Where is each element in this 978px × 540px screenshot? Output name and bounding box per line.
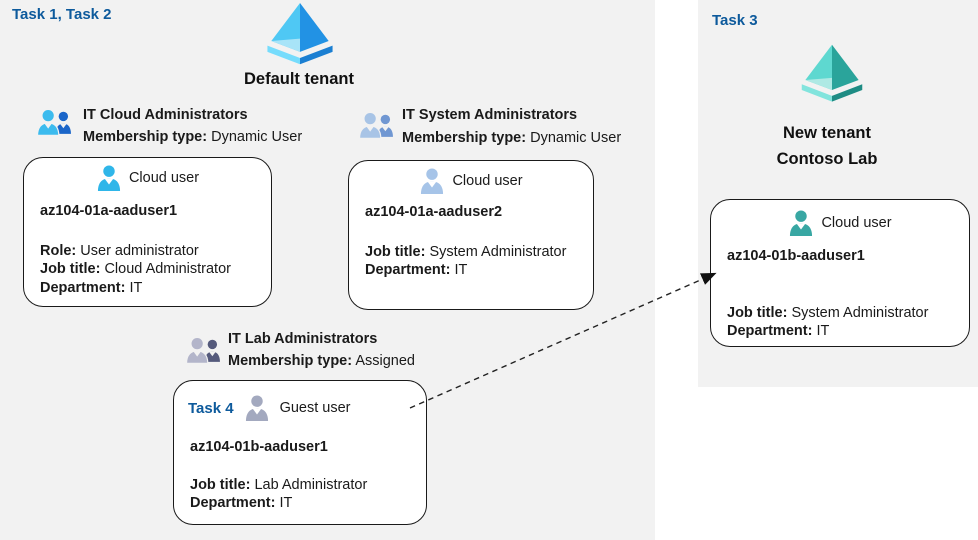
field-label: Department: (727, 323, 813, 340)
field-label: Job title: (40, 261, 101, 278)
user-card-aaduser2: Cloud user az104-01a-aaduser2 Job title:… (348, 160, 594, 310)
field-value: Lab Administrator (254, 477, 368, 493)
field-value: IT (816, 323, 830, 340)
membership-type-value: Assigned (355, 353, 415, 369)
user-fields: Job title: System Administrator Departme… (365, 243, 566, 280)
user-card-aaduser1: Cloud user az104-01a-aaduser1 Role: User… (23, 157, 272, 307)
membership-type-value: Dynamic User (211, 129, 303, 145)
guest-user-card: Task 4 Guest user az104-01b-aaduser1 Job… (173, 380, 427, 525)
default-tenant-title: Default tenant (243, 70, 354, 88)
cloud-user-icon (97, 165, 120, 191)
field-value: IT (279, 495, 293, 512)
user-fields: Job title: Lab Administrator Department:… (190, 476, 367, 513)
field-label: Job title: (190, 477, 251, 493)
group-membership-cloud: Membership type: Dynamic User (83, 129, 302, 145)
task-1-2-label: Task 1, Task 2 (12, 6, 112, 23)
cloud-user-icon (421, 168, 444, 194)
membership-type-label: Membership type: (402, 130, 527, 146)
user-name: az104-01b-aaduser1 (190, 439, 328, 455)
field-label: Department: (40, 279, 126, 296)
user-type-label: Cloud user (452, 173, 523, 189)
field-row: Department: IT (365, 261, 566, 279)
user-type-label: Cloud user (128, 170, 200, 186)
field-row: Job title: System Administrator (365, 243, 566, 261)
field-label: Job title: (365, 244, 426, 260)
field-row: Department: IT (727, 322, 928, 340)
card-header: Cloud user (349, 167, 593, 195)
group-membership-lab: Membership type: Assigned (228, 353, 415, 369)
membership-type-label: Membership type: (83, 129, 208, 145)
field-value: User administrator (80, 243, 199, 259)
field-label: Job title: (727, 305, 788, 321)
group-title-system-admins: IT System Administrators (402, 107, 578, 123)
field-label: Department: (365, 262, 451, 279)
new-tenant-user-card: Cloud user az104-01b-aaduser1 Job title:… (710, 199, 970, 347)
user-type-label: Cloud user (821, 215, 892, 231)
group-icon-lab-admins (185, 336, 220, 365)
field-value: IT (129, 279, 143, 296)
field-row: Role: User administrator (40, 242, 231, 260)
azure-ad-tenant-icon (267, 3, 333, 65)
group-icon-system-admins (358, 111, 393, 140)
user-name: az104-01a-aaduser1 (40, 203, 178, 219)
task-3-label: Task 3 (712, 12, 758, 29)
user-name: az104-01a-aaduser2 (365, 204, 503, 220)
user-fields: Job title: System Administrator Departme… (727, 304, 928, 341)
group-title-cloud-admins: IT Cloud Administrators (83, 107, 248, 123)
group-membership-system: Membership type: Dynamic User (402, 130, 621, 146)
group-icon-cloud-admins (36, 108, 71, 137)
field-value: System Administrator (429, 244, 567, 260)
user-fields: Role: User administrator Job title: Clou… (40, 242, 231, 297)
group-title-lab-admins: IT Lab Administrators (228, 331, 378, 347)
field-row: Department: IT (190, 494, 367, 512)
membership-type-label: Membership type: (228, 353, 353, 369)
new-tenant-title-line1: New tenant (782, 124, 871, 142)
user-type-label: Guest user (279, 400, 351, 416)
field-row: Job title: Cloud Administrator (40, 260, 231, 278)
membership-type-value: Dynamic User (530, 130, 622, 146)
field-value: Cloud Administrator (104, 261, 231, 278)
field-label: Role: (40, 243, 77, 259)
field-value: IT (454, 262, 468, 279)
card-header: Cloud user (711, 209, 969, 237)
card-header: Task 4 Guest user (174, 394, 426, 422)
field-row: Job title: Lab Administrator (190, 476, 367, 494)
azure-ad-new-tenant-icon (801, 44, 863, 102)
task-4-label: Task 4 (188, 399, 234, 417)
guest-user-icon (245, 395, 268, 421)
cloud-user-icon (790, 210, 813, 236)
user-name: az104-01b-aaduser1 (727, 248, 865, 264)
card-header: Cloud user (24, 164, 271, 192)
field-label: Department: (190, 495, 276, 512)
new-tenant-title-line2: Contoso Lab (776, 150, 878, 168)
field-row: Job title: System Administrator (727, 304, 928, 322)
field-value: System Administrator (791, 305, 929, 321)
field-row: Department: IT (40, 279, 231, 297)
